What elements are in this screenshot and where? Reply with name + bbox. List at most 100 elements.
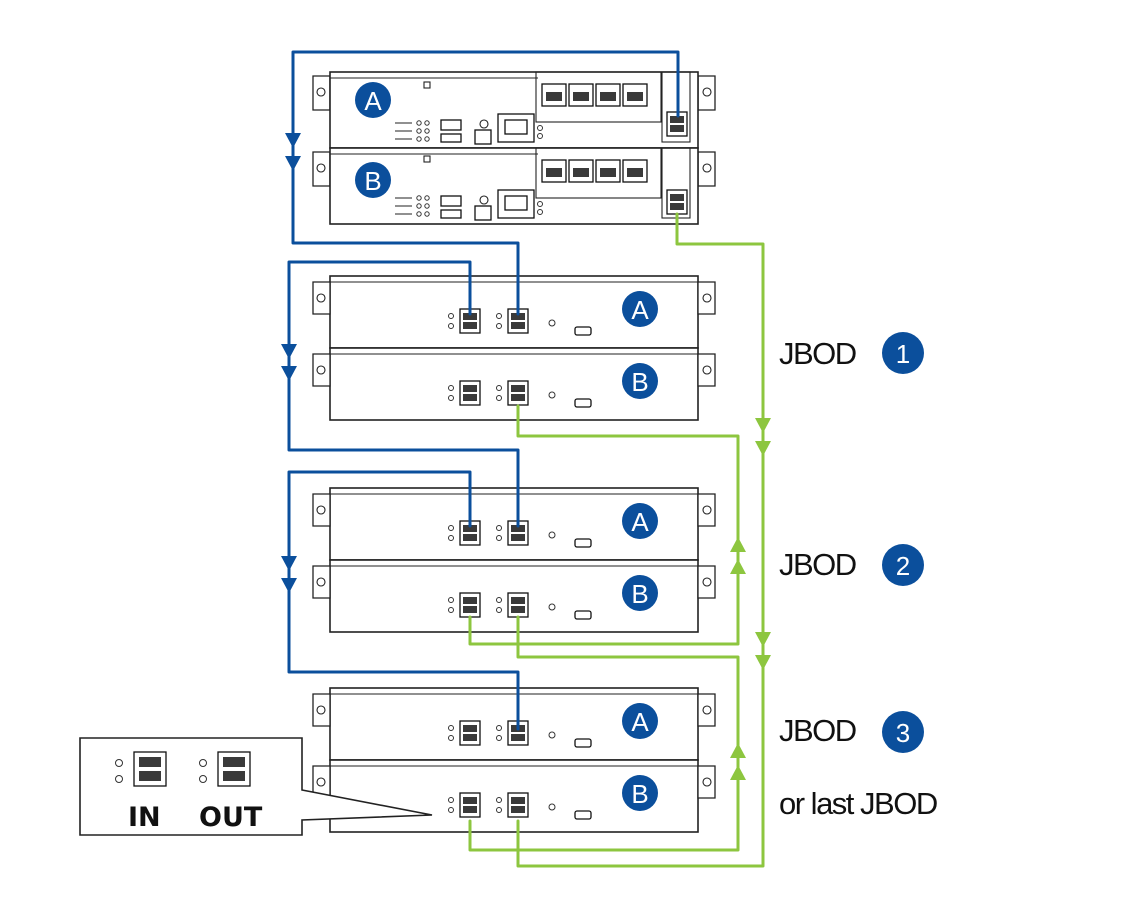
jbod-2-number: 2: [896, 551, 910, 581]
led-icon: [548, 531, 556, 539]
usb-port-icon: [574, 610, 592, 620]
jbod-1-number-badge: [882, 332, 924, 374]
jbod-3-number-badge: [882, 711, 924, 753]
ethernet-module-b: [535, 147, 662, 199]
rj45-port-icon: [541, 83, 648, 107]
arrow-icon: [281, 578, 297, 593]
usb-port-icon: [574, 538, 592, 548]
jbod-2-b-badge-label: B: [631, 579, 648, 609]
green-arrows: [730, 418, 771, 780]
controller-b-badge: [355, 162, 391, 198]
jbod-3-b-badge: [622, 775, 658, 811]
jbod-2-b-badge: [622, 575, 658, 611]
arrow-icon: [281, 344, 297, 359]
led-icon: [496, 607, 502, 613]
arrow-icon: [730, 765, 746, 780]
controller-a-badge: [355, 82, 391, 118]
led-icon: [548, 603, 556, 611]
arrow-icon: [281, 556, 297, 571]
led-icon: [448, 735, 454, 741]
sas-in-port-icon: [459, 592, 481, 618]
controller-b-badge-label: B: [364, 166, 381, 196]
usb-port-icon: [574, 738, 592, 748]
jbod-1-a-badge: [622, 291, 658, 327]
jbod-1-b-badge-label: B: [631, 367, 648, 397]
sas-out-port-icon: [507, 592, 529, 618]
led-icon: [448, 597, 454, 603]
jbod-3-label: JBOD 3: [779, 711, 924, 753]
led-icon: [448, 797, 454, 803]
sas-out-port-icon: [507, 520, 529, 546]
led-icon: [448, 607, 454, 613]
sas-in-port-icon: [459, 380, 481, 406]
led-icon: [448, 385, 454, 391]
led-icon: [448, 323, 454, 329]
led-icon: [548, 319, 556, 327]
led-icon: [496, 597, 502, 603]
usb-port-icon: [440, 119, 462, 131]
sas-port-icon: [666, 189, 688, 215]
jbod-1-number: 1: [896, 339, 910, 369]
ethernet-module-a: [535, 71, 662, 123]
led-icon: [496, 313, 502, 319]
sas-in-port-icon: [459, 720, 481, 746]
led-icon: [416, 195, 430, 217]
led-icon: [448, 535, 454, 541]
jbod-2-a-badge: [622, 503, 658, 539]
usb-port-icon: [440, 195, 462, 207]
sas-out-port-icon: [507, 792, 529, 818]
led-icon: [496, 525, 502, 531]
arrow-icon: [730, 537, 746, 552]
jbod-3-a-badge-label: A: [631, 707, 649, 737]
jbod-1-a-badge-label: A: [631, 295, 649, 325]
led-icon: [548, 803, 556, 811]
sas-port-icon: [217, 751, 251, 787]
last-jbod-note: or last JBOD: [779, 786, 937, 821]
jbod-2-label: JBOD 2: [779, 544, 924, 586]
head-unit: A: [312, 71, 716, 225]
out-port-label: OUT: [199, 802, 263, 833]
controller-b: B: [329, 147, 699, 225]
led-icon: [496, 323, 502, 329]
led-icon: [448, 807, 454, 813]
sas-out-port-icon: [507, 308, 529, 334]
port-callout: IN OUT: [79, 737, 433, 836]
arrow-icon: [730, 743, 746, 758]
arrow-icon: [755, 655, 771, 670]
jbod-2-number-badge: [882, 544, 924, 586]
jbod-3-a-badge: [622, 703, 658, 739]
led-icon: [548, 391, 556, 399]
arrow-icon: [730, 559, 746, 574]
sas-out-port-icon: [507, 380, 529, 406]
led-icon: [496, 735, 502, 741]
jbod-2-enclosure: AB: [312, 487, 716, 633]
usb-port-icon: [574, 810, 592, 820]
jbod-1-b-badge: [622, 363, 658, 399]
jbod-3-b-badge-label: B: [631, 779, 648, 809]
led-icon: [448, 525, 454, 531]
in-port-label: IN: [128, 802, 161, 833]
jbod-3-label-text: JBOD: [779, 713, 856, 748]
jbod-2-label-text: JBOD: [779, 547, 856, 582]
arrow-icon: [755, 441, 771, 456]
led-icon: [448, 725, 454, 731]
arrow-icon: [755, 418, 771, 433]
led-icon: [496, 797, 502, 803]
led-icon: [448, 313, 454, 319]
arrow-icon: [755, 632, 771, 647]
led-icon: [496, 725, 502, 731]
led-icon: [416, 120, 430, 142]
led-icon: [548, 731, 556, 739]
blue-cable-jbod2: [287, 470, 520, 731]
rj45-port-icon: [541, 159, 648, 183]
arrow-icon: [285, 156, 301, 171]
jbod-1-label: JBOD 1: [779, 332, 924, 374]
led-icon: [496, 807, 502, 813]
jbod-1-enclosure: AB: [312, 275, 716, 421]
usb-port-icon: [574, 326, 592, 336]
arrow-icon: [285, 133, 301, 148]
sas-port-icon: [133, 751, 167, 787]
